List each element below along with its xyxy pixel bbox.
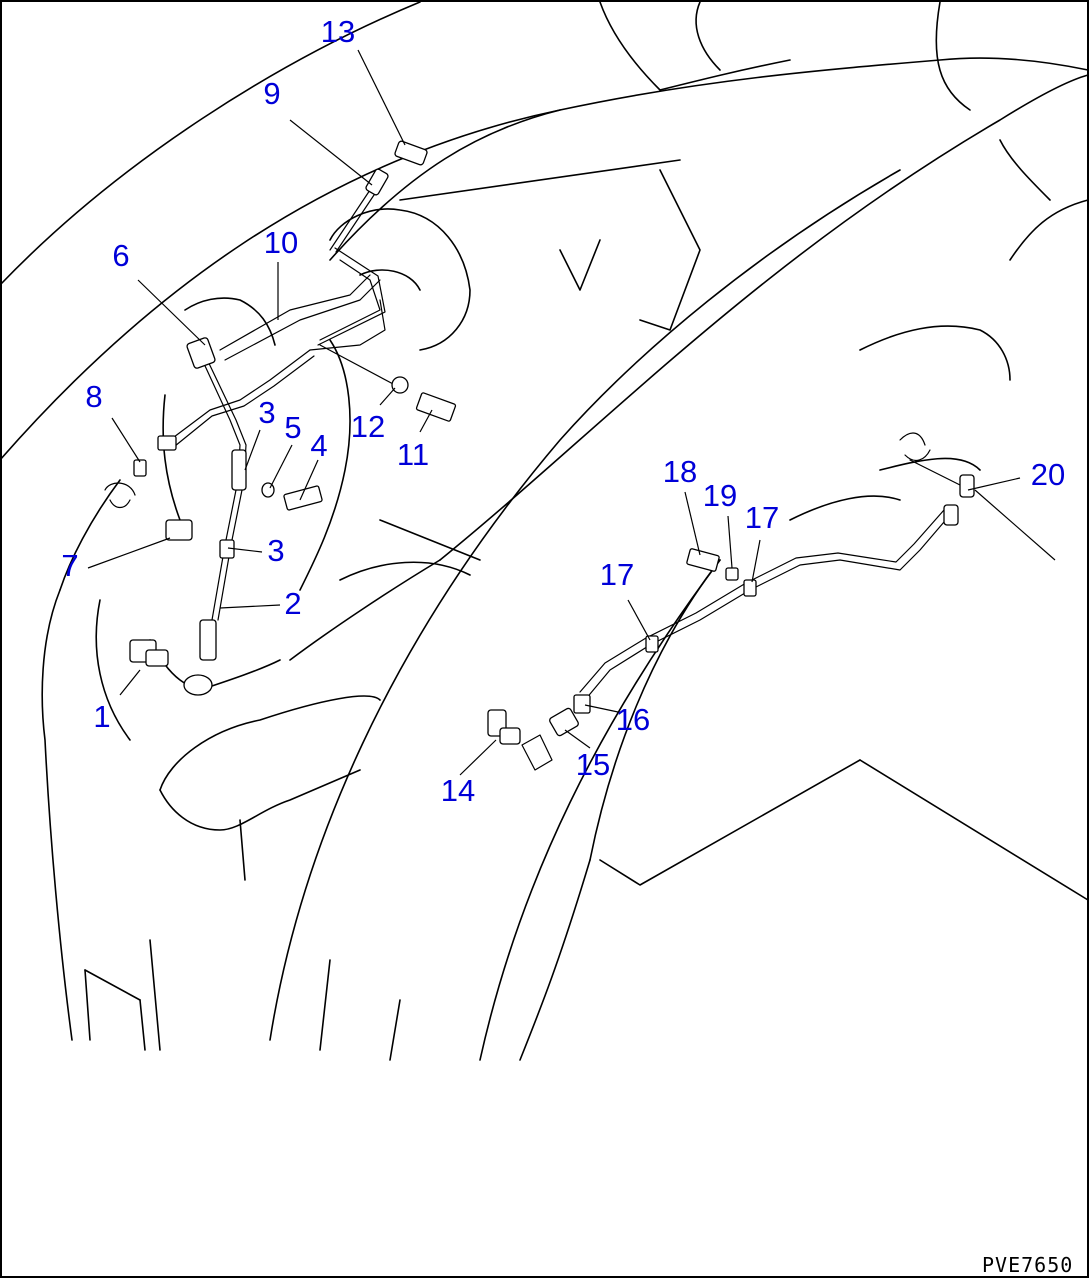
- callout-12: 12: [351, 409, 385, 444]
- callout-3-lower: 3: [267, 533, 284, 568]
- callout-2: 2: [284, 586, 301, 621]
- callout-20: 20: [1031, 457, 1065, 492]
- callout-17-upper: 17: [745, 500, 779, 535]
- callouts: 13 9 10 6 8 3 5 4 12 11 3 7 2 1 18 19 17…: [61, 14, 1065, 808]
- callout-11: 11: [397, 437, 429, 472]
- left-hose-assembly: [169, 174, 396, 621]
- callout-5: 5: [284, 410, 301, 445]
- callout-18: 18: [663, 454, 697, 489]
- callout-6: 6: [112, 238, 129, 273]
- callout-19: 19: [703, 478, 737, 513]
- callout-3-upper: 3: [258, 395, 275, 430]
- callout-8: 8: [85, 379, 102, 414]
- callout-10: 10: [264, 225, 298, 260]
- machine-outline: [0, 1, 1089, 1061]
- callout-16: 16: [616, 702, 650, 737]
- fittings: [104, 140, 975, 771]
- right-tube-assembly: [579, 459, 961, 701]
- callout-15: 15: [576, 747, 610, 782]
- callout-7: 7: [61, 548, 78, 583]
- drawing-code: PVE7650: [982, 1253, 1073, 1277]
- callout-17-lower: 17: [600, 557, 634, 592]
- callout-4: 4: [310, 428, 327, 463]
- callout-14: 14: [441, 773, 475, 808]
- callout-13: 13: [321, 14, 355, 49]
- boom-cylinder: [317, 208, 471, 351]
- leader-lines: [87, 49, 1056, 776]
- callout-9: 9: [263, 76, 280, 111]
- callout-1: 1: [93, 699, 110, 734]
